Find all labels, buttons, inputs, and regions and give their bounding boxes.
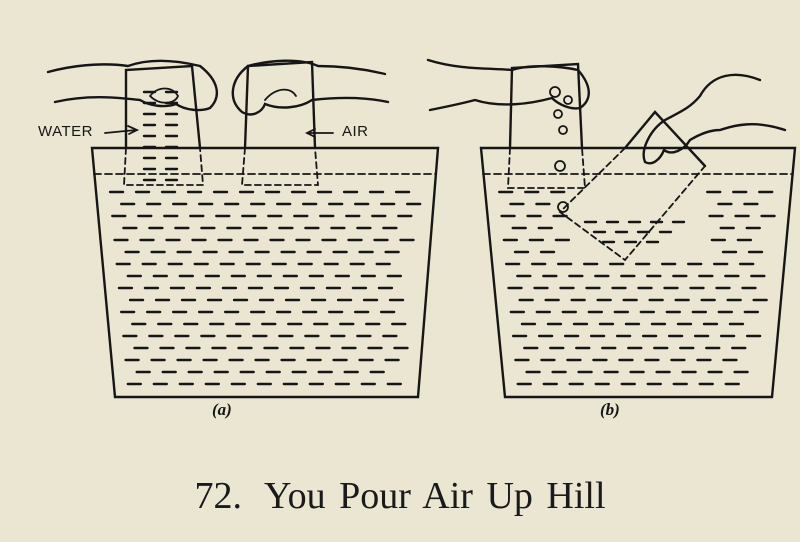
air-arrow	[304, 128, 334, 138]
hand-left-a	[46, 59, 219, 112]
hand-right-a	[231, 59, 390, 116]
air-bubbles	[549, 86, 573, 213]
water-label: WATER	[38, 123, 93, 140]
air-label: AIR	[342, 123, 369, 140]
tank-a	[90, 146, 440, 399]
upright-glass-b	[508, 62, 584, 150]
tank-b	[479, 146, 797, 399]
caption-title: You Pour Air Up Hill	[263, 475, 606, 517]
tilted-glass	[623, 110, 707, 168]
hand-right-b	[642, 73, 787, 165]
caption-number: 72.	[194, 475, 242, 517]
panel-b-label: (b)	[600, 400, 620, 419]
water-arrow	[104, 125, 140, 135]
panel-a-label: (a)	[212, 400, 232, 419]
water-glass	[124, 64, 202, 150]
air-glass	[243, 60, 317, 150]
caption: 72. You Pour Air Up Hill	[0, 474, 800, 518]
hand-left-b	[426, 58, 590, 112]
